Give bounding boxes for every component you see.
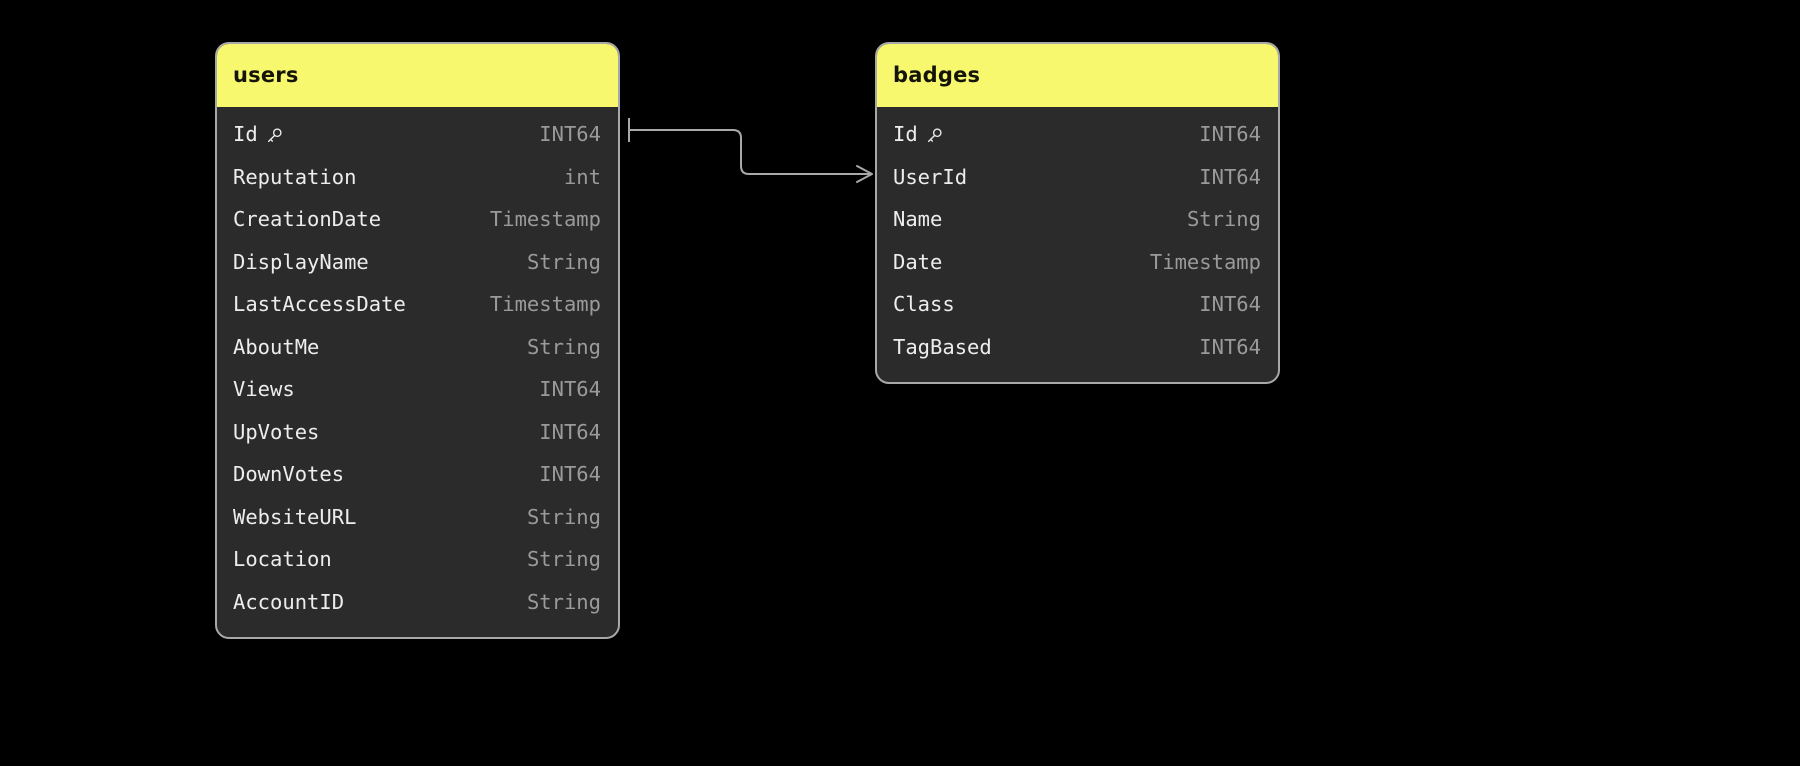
field-name-label: CreationDate: [233, 207, 382, 232]
entity-fields-badges: Id INT64 UserId INT64 Name S: [877, 107, 1278, 382]
field-type-label: INT64: [1199, 334, 1261, 359]
field-row-users-creationdate[interactable]: CreationDate Timestamp: [217, 198, 618, 241]
entity-card-badges[interactable]: badges Id INT64 UserId INT6: [875, 42, 1280, 384]
field-row-users-upvotes[interactable]: UpVotes INT64: [217, 411, 618, 454]
field-type-label: String: [526, 504, 601, 529]
key-icon: [925, 125, 945, 145]
cardinality-many-marker: [856, 165, 873, 183]
field-type-label: String: [1186, 207, 1261, 232]
field-row-badges-id[interactable]: Id INT64: [877, 113, 1278, 156]
field-name-label: Views: [233, 377, 295, 402]
field-name-label: UpVotes: [233, 419, 320, 444]
field-type-label: String: [526, 547, 601, 572]
field-row-users-displayname[interactable]: DisplayName String: [217, 241, 618, 284]
field-type-label: INT64: [539, 462, 601, 487]
field-name-label: AboutMe: [233, 334, 320, 359]
field-name-wrapper: Id: [893, 122, 945, 146]
field-name-label: WebsiteURL: [233, 504, 357, 529]
field-name-label: Id: [233, 122, 258, 147]
field-name-label: Class: [893, 292, 955, 317]
field-type-label: INT64: [539, 419, 601, 444]
field-name-label: Name: [893, 207, 943, 232]
field-row-badges-name[interactable]: Name String: [877, 198, 1278, 241]
field-row-users-lastaccessdate[interactable]: LastAccessDate Timestamp: [217, 283, 618, 326]
relationship-line: [629, 129, 869, 175]
field-row-users-location[interactable]: Location String: [217, 538, 618, 581]
field-type-label: INT64: [1199, 164, 1261, 189]
field-name-wrapper: Id: [233, 122, 285, 146]
entity-header-badges[interactable]: badges: [877, 44, 1278, 107]
key-icon: [265, 125, 285, 145]
field-name-label: TagBased: [893, 334, 992, 359]
field-name-label: Id: [893, 122, 918, 147]
entity-card-users[interactable]: users Id INT64 Reputation i: [215, 42, 620, 639]
field-type-label: int: [563, 164, 601, 189]
field-name-label: DownVotes: [233, 462, 345, 487]
field-type-label: INT64: [539, 122, 601, 147]
field-row-users-reputation[interactable]: Reputation int: [217, 156, 618, 199]
field-row-users-downvotes[interactable]: DownVotes INT64: [217, 453, 618, 496]
field-row-users-aboutme[interactable]: AboutMe String: [217, 326, 618, 369]
field-row-badges-userid[interactable]: UserId INT64: [877, 156, 1278, 199]
field-name-label: LastAccessDate: [233, 292, 406, 317]
field-name-label: UserId: [893, 164, 968, 189]
field-row-users-accountid[interactable]: AccountID String: [217, 581, 618, 624]
field-type-label: String: [526, 334, 601, 359]
field-row-badges-date[interactable]: Date Timestamp: [877, 241, 1278, 284]
field-name-label: Date: [893, 249, 943, 274]
field-name-label: AccountID: [233, 589, 345, 614]
field-name-label: DisplayName: [233, 249, 369, 274]
entity-header-users[interactable]: users: [217, 44, 618, 107]
field-type-label: Timestamp: [1149, 249, 1261, 274]
field-type-label: String: [526, 249, 601, 274]
field-type-label: String: [526, 589, 601, 614]
field-type-label: INT64: [539, 377, 601, 402]
field-row-badges-class[interactable]: Class INT64: [877, 283, 1278, 326]
entity-fields-users: Id INT64 Reputation int CreationDate: [217, 107, 618, 637]
field-name-label: Location: [233, 547, 332, 572]
field-type-label: INT64: [1199, 122, 1261, 147]
field-type-label: Timestamp: [489, 292, 601, 317]
field-row-badges-tagbased[interactable]: TagBased INT64: [877, 326, 1278, 369]
field-row-users-websiteurl[interactable]: WebsiteURL String: [217, 496, 618, 539]
field-type-label: Timestamp: [489, 207, 601, 232]
field-row-users-views[interactable]: Views INT64: [217, 368, 618, 411]
field-name-label: Reputation: [233, 164, 357, 189]
field-type-label: INT64: [1199, 292, 1261, 317]
field-row-users-id[interactable]: Id INT64: [217, 113, 618, 156]
